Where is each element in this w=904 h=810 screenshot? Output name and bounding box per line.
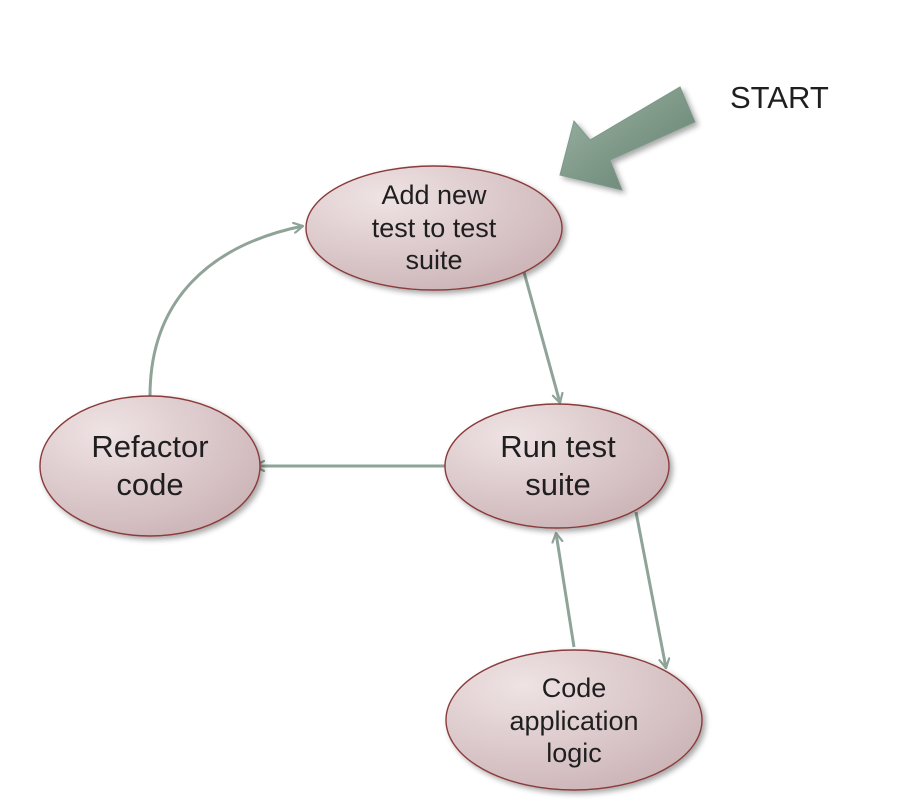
connector-run-suite-to-code-logic [634,511,666,668]
node-refactor-shape [39,395,261,537]
node-code-logic-shape [445,649,703,791]
start-arrow-icon [559,86,696,191]
node-add-test-shape [305,165,563,291]
start-label: START [730,80,829,115]
connector-refactor-to-add-test [148,226,303,397]
node-run-suite-shape [444,403,670,529]
connector-code-logic-to-run-suite [556,533,576,648]
connector-add-test-to-run-suite [522,271,560,403]
